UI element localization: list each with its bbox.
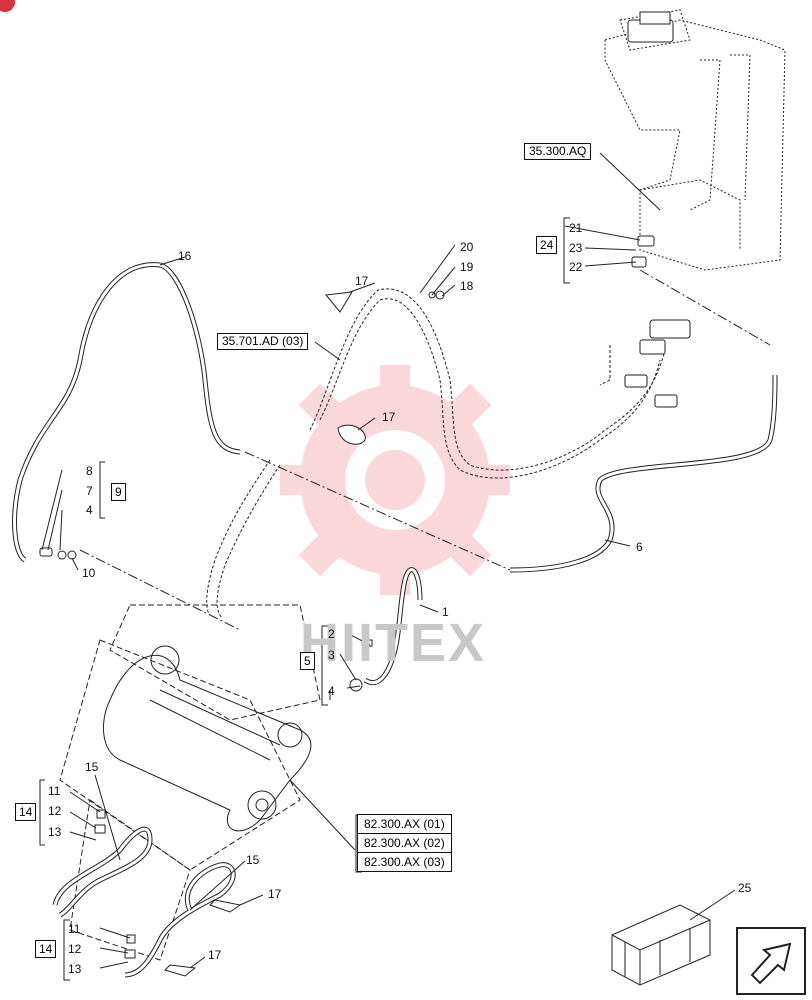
kit-24-box[interactable]: 24 bbox=[536, 236, 558, 254]
callout-12-a: 12 bbox=[48, 804, 62, 818]
next-page-arrow bbox=[736, 927, 806, 995]
callout-4b: 4 bbox=[328, 684, 335, 698]
watermark-text: HIITEX bbox=[300, 613, 487, 673]
kit-brackets bbox=[39, 217, 570, 981]
ref-35-701-ad-03[interactable]: 35.701.AD (03) bbox=[217, 333, 309, 350]
leader-lines bbox=[41, 152, 736, 969]
watermark-logo bbox=[280, 365, 510, 595]
callout-17-c: 17 bbox=[268, 887, 282, 901]
kit-14-box-a[interactable]: 14 bbox=[15, 803, 37, 821]
callout-1: 1 bbox=[442, 605, 449, 619]
fitting-block-right bbox=[599, 319, 691, 408]
hose-15-upper bbox=[52, 826, 153, 918]
valve-block-top bbox=[627, 11, 674, 43]
small-fittings bbox=[39, 235, 655, 959]
callout-11-a: 11 bbox=[48, 784, 61, 798]
callout-17-b: 17 bbox=[382, 410, 396, 424]
ref-82-300-ax-stack: 82.300.AX (01) 82.300.AX (02) 82.300.AX … bbox=[357, 814, 452, 872]
callout-12-b: 12 bbox=[68, 942, 82, 956]
cab-frame bbox=[604, 9, 786, 271]
callout-10: 10 bbox=[82, 566, 96, 580]
callout-3: 3 bbox=[328, 648, 335, 662]
callout-15-b: 15 bbox=[246, 853, 260, 867]
ref-82-300-ax-01[interactable]: 82.300.AX (01) bbox=[358, 815, 451, 834]
callout-18: 18 bbox=[460, 279, 474, 293]
callout-19: 19 bbox=[460, 260, 474, 274]
ref-82-300-ax-02[interactable]: 82.300.AX (02) bbox=[358, 834, 451, 853]
kit-5-box[interactable]: 5 bbox=[300, 652, 315, 670]
kit-14-box-b[interactable]: 14 bbox=[35, 940, 57, 958]
callout-4: 4 bbox=[86, 503, 93, 517]
callout-20: 20 bbox=[460, 240, 474, 254]
loader-frame bbox=[59, 604, 321, 961]
hose-16-upper bbox=[158, 262, 241, 455]
callout-13-a: 13 bbox=[48, 825, 62, 839]
callout-7: 7 bbox=[86, 484, 93, 498]
callout-16: 16 bbox=[178, 249, 192, 263]
corner-mark bbox=[0, 0, 15, 12]
callout-17-d: 17 bbox=[208, 948, 222, 962]
callout-22: 22 bbox=[569, 260, 583, 274]
main-hose-bundle bbox=[206, 288, 666, 619]
callout-2: 2 bbox=[328, 627, 335, 641]
center-lines bbox=[79, 269, 771, 700]
callout-17-a: 17 bbox=[355, 274, 369, 288]
ref-82-300-ax-03[interactable]: 82.300.AX (03) bbox=[364, 855, 445, 869]
kit-crate bbox=[611, 904, 711, 986]
callout-23: 23 bbox=[569, 241, 583, 255]
kit-9-box[interactable]: 9 bbox=[111, 483, 126, 501]
callout-11-b: 11 bbox=[68, 922, 81, 936]
loader-frame-solid bbox=[102, 645, 312, 832]
callout-8: 8 bbox=[86, 464, 93, 478]
callout-25: 25 bbox=[738, 881, 752, 895]
callout-21: 21 bbox=[569, 221, 583, 235]
ref-35-300-aq[interactable]: 35.300.AQ bbox=[524, 143, 592, 160]
callout-13-b: 13 bbox=[68, 962, 82, 976]
callout-6: 6 bbox=[636, 540, 643, 554]
callout-15-a: 15 bbox=[85, 760, 99, 774]
